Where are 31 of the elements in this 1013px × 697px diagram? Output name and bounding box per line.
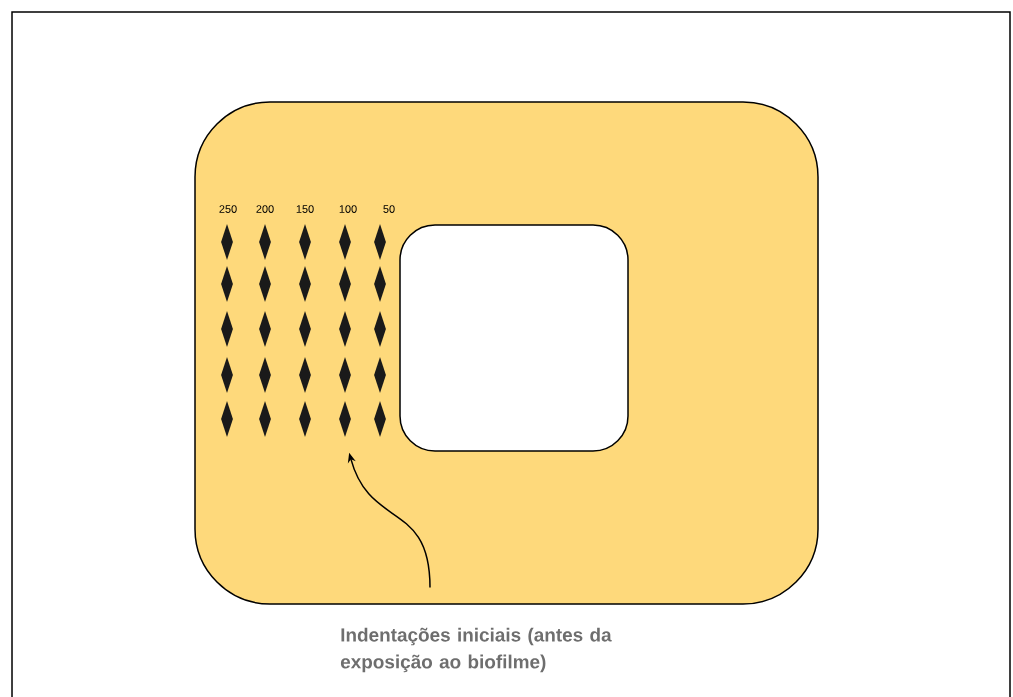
indentation-mark	[339, 401, 351, 437]
indentation-mark	[339, 357, 351, 393]
indentation-mark	[299, 401, 311, 437]
indentation-mark	[299, 357, 311, 393]
indentation-mark	[259, 357, 271, 393]
indentation-mark	[299, 224, 311, 260]
column-label: 250	[219, 205, 237, 213]
indentation-mark	[299, 311, 311, 347]
indentation-mark	[221, 266, 233, 302]
indentation-mark	[221, 224, 233, 260]
indentation-mark	[259, 401, 271, 437]
indentation-mark	[221, 311, 233, 347]
indentation-mark	[339, 266, 351, 302]
indentation-mark	[374, 401, 386, 437]
indentation-mark	[299, 266, 311, 302]
column-label: 150	[296, 205, 314, 213]
indentation-mark	[259, 224, 271, 260]
indentation-mark	[259, 311, 271, 347]
indentation-mark	[221, 357, 233, 393]
indentation-mark	[374, 224, 386, 260]
indentation-mark	[221, 401, 233, 437]
indentation-mark	[339, 311, 351, 347]
indentation-mark	[374, 311, 386, 347]
column-label: 50	[383, 205, 395, 213]
indentation-mark	[259, 266, 271, 302]
column-label: 200	[256, 205, 274, 213]
column-label: 100	[339, 205, 357, 213]
indentation-mark	[339, 224, 351, 260]
indentation-mark	[374, 266, 386, 302]
indentation-mark	[374, 357, 386, 393]
caption-text: Indentações iniciais (antes da exposição ao biofilme)	[340, 627, 612, 673]
